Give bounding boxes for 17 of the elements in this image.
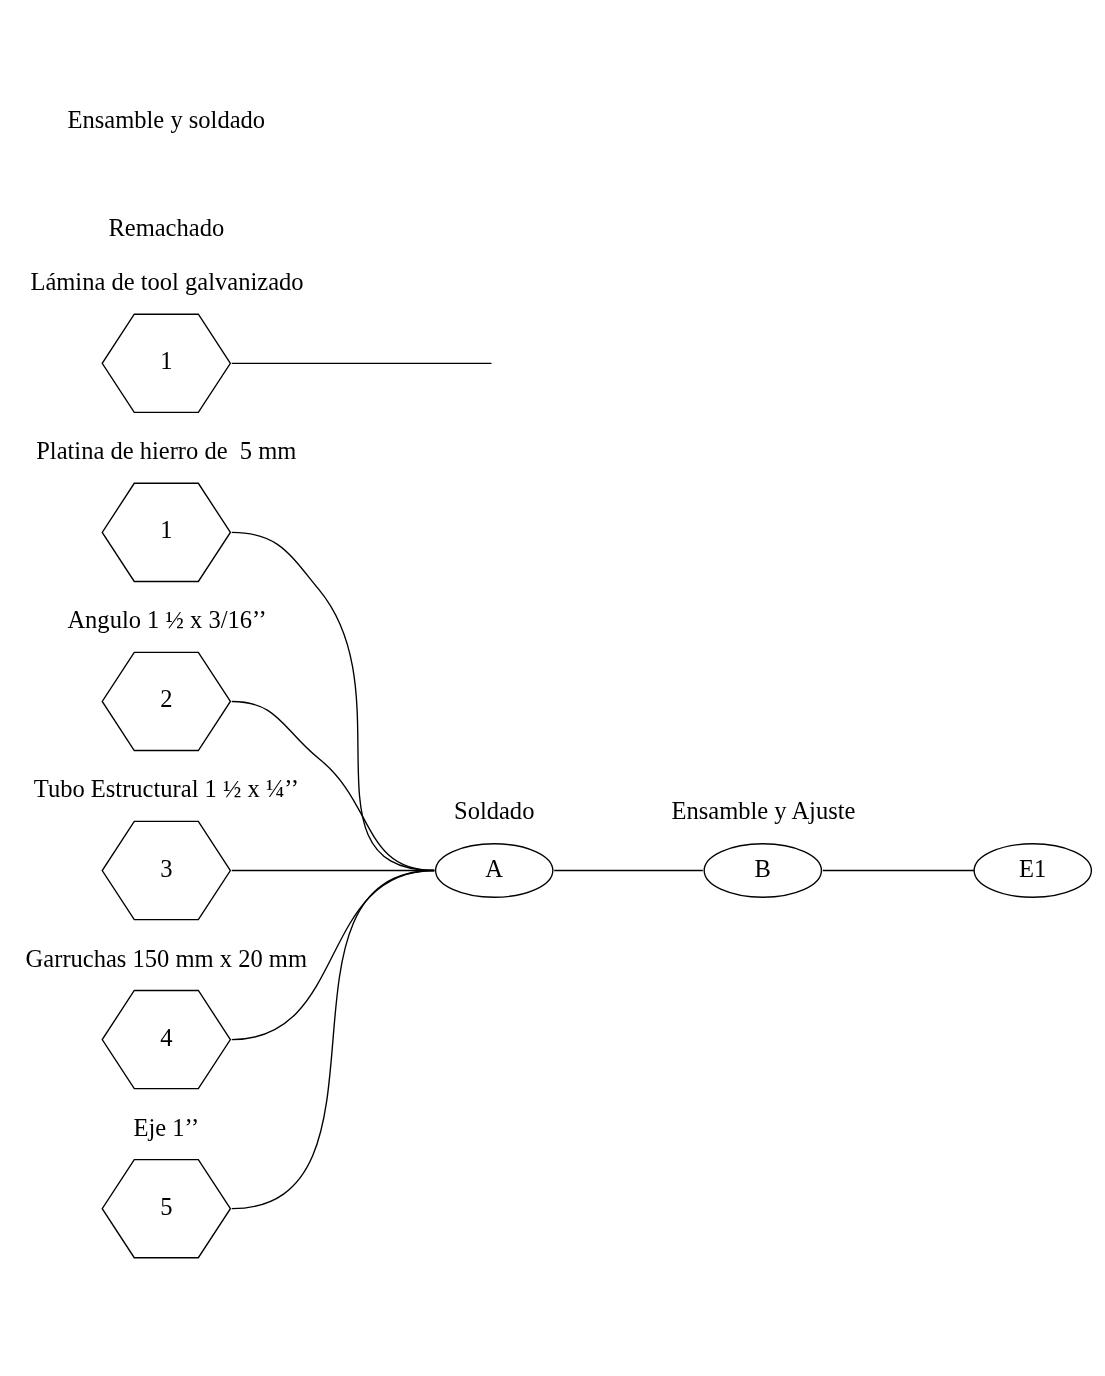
node-label: Angulo 1 ½ x 3/16’’ (67, 605, 267, 633)
label: Ensamble y soldado (67, 105, 266, 133)
node-label: Platina de hierro de 5 mm (36, 436, 297, 464)
node-label: Garruchas 150 mm x 20 mm (25, 944, 307, 971)
connector (231, 869, 435, 1209)
node-ellipse: B (703, 842, 823, 898)
node-label: Ensamble y Ajuste (671, 796, 856, 824)
label: Remachado (108, 213, 225, 241)
connector (231, 362, 493, 364)
node-label: Soldado (454, 796, 535, 824)
connector (822, 869, 975, 871)
node-label: Eje 1’’ (133, 1113, 200, 1141)
connector (553, 869, 704, 871)
node-ellipse: E1 (973, 842, 1093, 898)
node-ellipse: A (434, 842, 554, 898)
node-label: Lámina de tool galvanizado (30, 267, 304, 295)
node-label: Tubo Estructural 1 ½ x ¼’’ (33, 774, 299, 802)
